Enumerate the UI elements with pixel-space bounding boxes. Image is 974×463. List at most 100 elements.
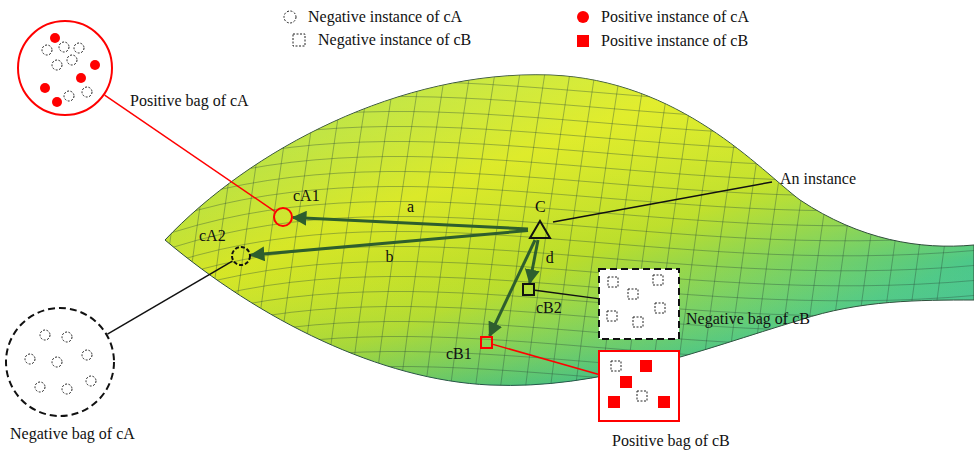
mesh-line — [245, 40, 300, 430]
mesh-line — [395, 40, 450, 430]
legend-swatch — [575, 33, 591, 49]
negative-instance — [64, 91, 74, 101]
mesh-line — [150, 156, 974, 195]
legend-label: Positive instance of cA — [601, 8, 749, 26]
leader-line — [105, 95, 275, 211]
edge-label: b — [385, 248, 393, 266]
mesh-line — [150, 111, 974, 150]
mesh-line — [845, 40, 900, 430]
negative-instance — [59, 42, 69, 52]
legend-label: Negative instance of cB — [318, 31, 471, 49]
mesh-line — [150, 216, 974, 255]
instance-triangle — [530, 221, 550, 238]
negative-instance — [62, 332, 72, 342]
mesh-line — [895, 40, 950, 430]
mesh-line — [820, 40, 875, 430]
mesh-line — [150, 66, 974, 105]
surface-mesh — [95, 40, 974, 430]
surface-fill — [165, 75, 974, 386]
negative-instance — [611, 361, 621, 371]
mesh-line — [150, 366, 974, 405]
negative-instance — [608, 277, 618, 287]
node-label: Positive bag of cA — [130, 92, 249, 110]
mesh-line — [150, 51, 974, 90]
node-shape — [598, 350, 680, 422]
negative-instance — [82, 350, 92, 360]
mesh-line — [920, 40, 974, 430]
instance-point: C — [528, 219, 552, 240]
node-label: C — [535, 198, 546, 216]
negative-instance — [633, 317, 643, 327]
negative-instance — [653, 275, 663, 285]
point-marker: cA1 — [273, 207, 293, 227]
mesh-line — [150, 261, 974, 300]
mesh-line — [695, 40, 750, 430]
point-marker — [481, 337, 492, 348]
negative-instance — [42, 45, 52, 55]
bag-outline — [18, 21, 112, 115]
mesh-line — [345, 40, 400, 430]
mesh-line — [295, 40, 350, 430]
mesh-line — [320, 40, 375, 430]
mesh-line — [150, 186, 974, 225]
legend-label: Positive instance of cB — [601, 32, 748, 50]
mesh-line — [150, 96, 974, 135]
node-label: cA2 — [199, 227, 226, 245]
negative-instance — [40, 330, 50, 340]
mesh-line — [150, 351, 974, 390]
positive-instance — [90, 60, 100, 70]
node-label: Negative bag of cB — [686, 310, 810, 328]
negative-bag: Negative bag of cB — [598, 268, 680, 340]
node-label: cB1 — [446, 345, 472, 363]
point-marker — [274, 208, 292, 226]
positive-instance — [40, 83, 50, 93]
negative-instance — [607, 311, 617, 321]
callout-label: An instance — [780, 170, 856, 188]
mesh-line — [150, 231, 974, 270]
leader-line — [107, 261, 232, 334]
legend-swatch — [575, 9, 591, 25]
negative-instance — [52, 357, 62, 367]
node-shape — [522, 283, 535, 296]
edge-label: a — [407, 198, 414, 216]
edge-label: d — [546, 249, 554, 267]
leader-line — [493, 344, 598, 374]
positive-bag: Positive bag of cA — [17, 20, 113, 116]
positive-instance — [640, 360, 652, 372]
point-marker: cB1 — [480, 336, 493, 349]
legend-dot — [284, 11, 296, 23]
negative-bag: Negative bag of cA — [5, 307, 115, 417]
negative-instance — [67, 55, 77, 65]
point-marker — [232, 247, 250, 265]
negative-instance — [74, 43, 84, 53]
negative-instance — [52, 60, 62, 70]
mesh-line — [545, 40, 600, 430]
mesh-line — [150, 126, 974, 165]
negative-instance — [35, 382, 45, 392]
positive-instance — [76, 73, 86, 83]
negative-instance — [86, 376, 96, 386]
negative-instance — [637, 391, 647, 401]
node-shape — [528, 219, 552, 240]
leader-line — [553, 182, 772, 222]
node-shape — [17, 20, 113, 116]
node-shape — [273, 207, 293, 227]
node-shape — [5, 307, 115, 417]
bag-outline — [599, 351, 679, 421]
bag-outline — [599, 269, 679, 339]
mesh-line — [770, 40, 825, 430]
mesh-line — [150, 276, 974, 315]
mesh-line — [870, 40, 925, 430]
bag-outline — [6, 308, 114, 416]
node-label: cA1 — [293, 187, 320, 205]
node-label: cB2 — [536, 299, 562, 317]
negative-instance — [628, 289, 638, 299]
point-marker — [523, 284, 534, 295]
surface-shade — [165, 75, 974, 386]
positive-instance — [52, 97, 62, 107]
arrow-connector — [490, 240, 535, 336]
legend-label: Negative instance of cA — [308, 8, 462, 26]
positive-bag: Positive bag of cB — [598, 350, 680, 422]
mesh-line — [150, 321, 974, 360]
